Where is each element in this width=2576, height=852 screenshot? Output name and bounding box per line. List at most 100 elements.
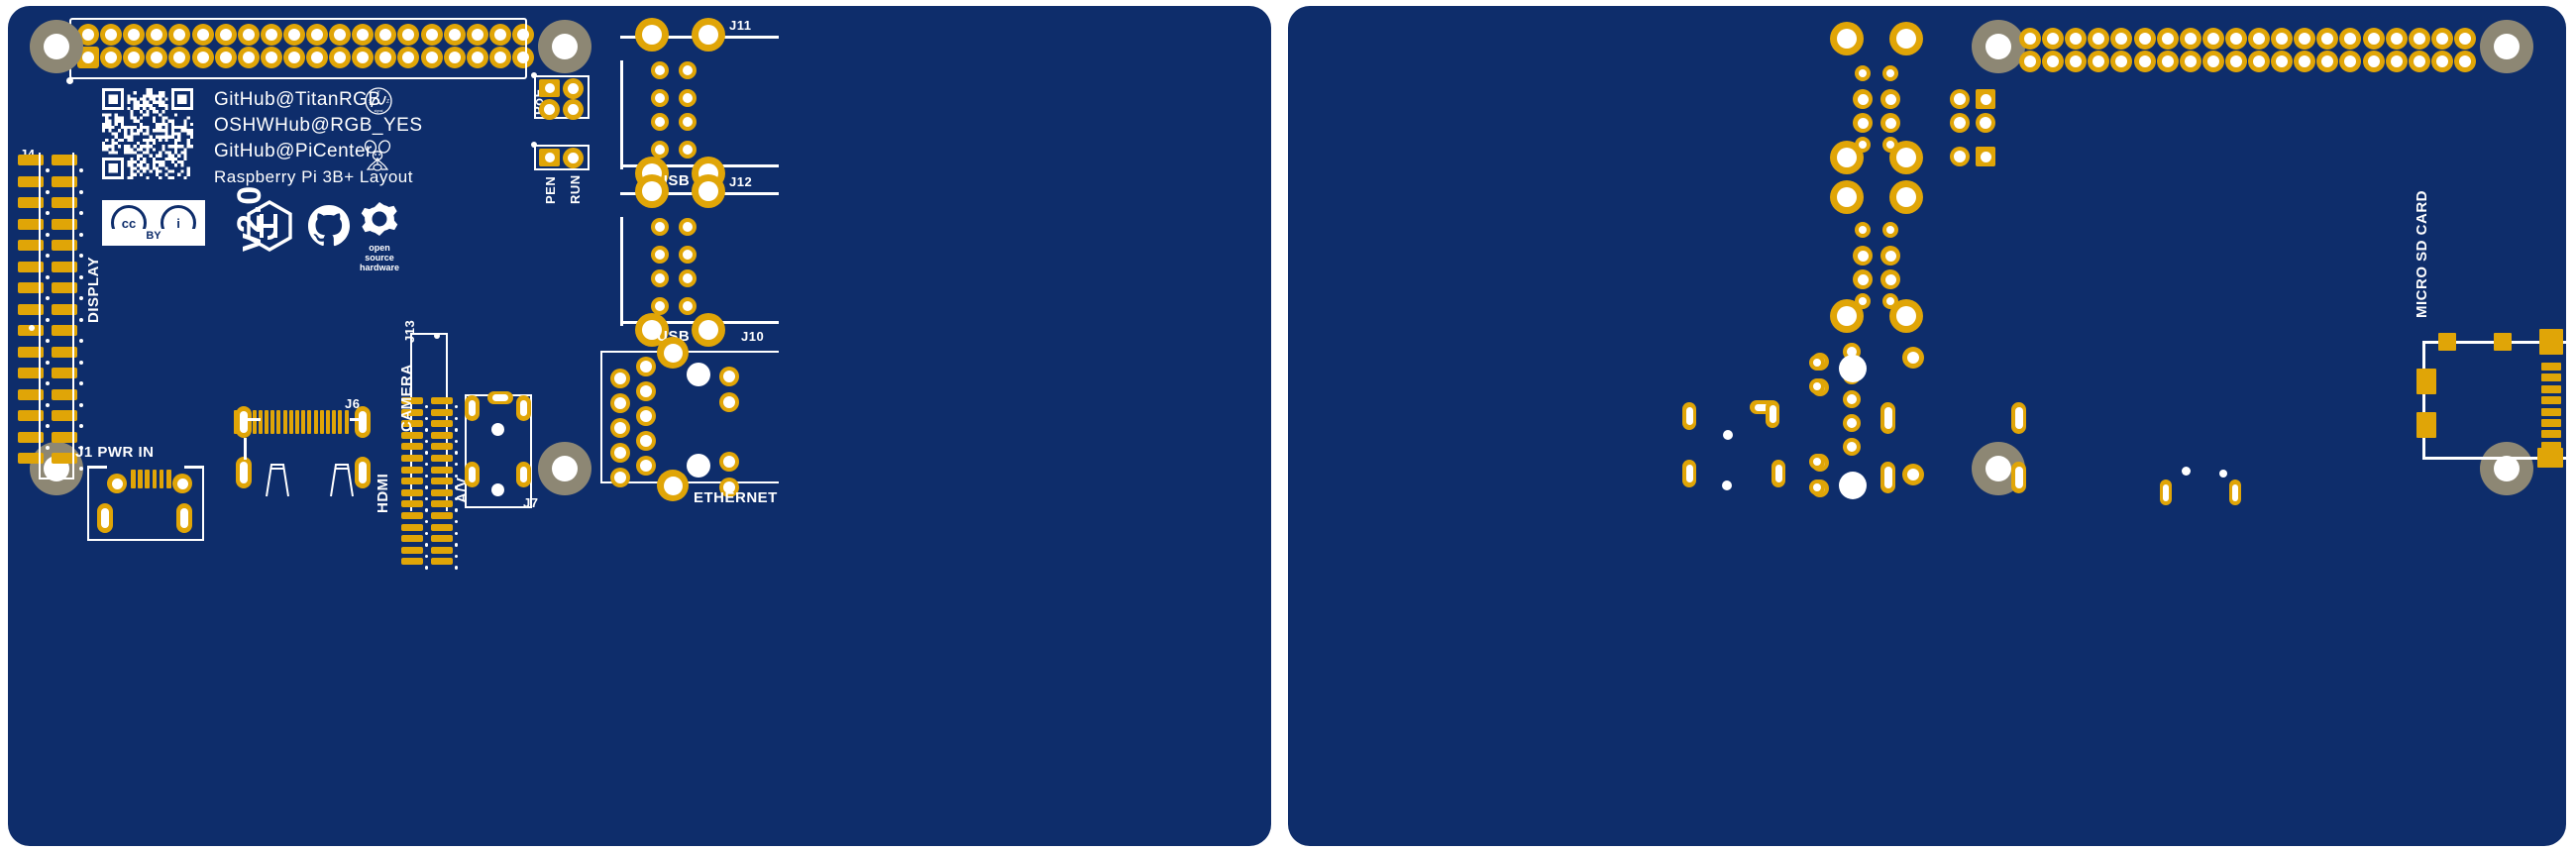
gpio-pin-19[interactable] — [488, 24, 511, 46]
back-pad-c2[interactable] — [2011, 462, 2026, 493]
ethernet-mount-top[interactable] — [657, 337, 689, 369]
gpio-pin-26[interactable] — [2133, 51, 2156, 73]
micro-sd-pad-left-2[interactable] — [2416, 412, 2436, 438]
back-col-via-3[interactable] — [1809, 454, 1825, 470]
gpio-pin-16[interactable] — [420, 24, 443, 46]
ethernet-pin-a-1[interactable] — [610, 369, 630, 388]
poe-pad-4[interactable] — [563, 99, 584, 120]
display-pad-left-7[interactable] — [18, 282, 44, 293]
gpio-pin-5[interactable] — [168, 24, 191, 46]
hdmi-pad-5[interactable] — [258, 410, 263, 434]
micro-sd-contact-1[interactable] — [2541, 363, 2561, 371]
camera-pad-left-5[interactable] — [401, 443, 423, 451]
gpio-pin-1[interactable] — [77, 24, 99, 46]
display-pad-right-15[interactable] — [52, 453, 77, 464]
back-poe-pad-4[interactable] — [1976, 113, 1995, 133]
gpio-pin-36[interactable] — [420, 47, 443, 69]
j1-signal-pad-4[interactable] — [152, 470, 158, 488]
gpio-pin-8[interactable] — [237, 24, 260, 46]
ethernet-pin-b-4[interactable] — [636, 431, 656, 451]
gpio-pin-13[interactable] — [352, 24, 375, 46]
gpio-pin-26[interactable] — [191, 47, 214, 69]
display-pad-left-2[interactable] — [18, 175, 44, 187]
run-pad[interactable] — [563, 148, 584, 168]
usb-j12-mount-br[interactable] — [692, 313, 725, 347]
hdmi-mount-left-2[interactable] — [236, 457, 252, 488]
camera-pad-right-13[interactable] — [431, 535, 453, 543]
j1-signal-pad-2[interactable] — [138, 470, 143, 488]
usb-j12-signal-a-3[interactable] — [651, 269, 669, 287]
camera-pad-right-9[interactable] — [431, 488, 453, 496]
back-via-b-7[interactable] — [1880, 269, 1900, 289]
ethernet-pin-a-3[interactable] — [610, 418, 630, 438]
camera-pad-right-2[interactable] — [431, 408, 453, 416]
gpio-pin-15[interactable] — [397, 24, 420, 46]
gpio-pin-2[interactable] — [100, 24, 123, 46]
display-pad-right-4[interactable] — [52, 218, 77, 230]
display-pad-right-1[interactable] — [52, 155, 77, 165]
micro-sd-pad-top-2[interactable] — [2494, 333, 2512, 351]
camera-pad-right-4[interactable] — [431, 431, 453, 439]
j1-signal-pad-6[interactable] — [166, 470, 171, 488]
gpio-pin-28[interactable] — [2179, 51, 2201, 73]
display-pad-right-9[interactable] — [52, 325, 77, 336]
camera-pad-right-10[interactable] — [431, 500, 453, 508]
gpio-pin-10[interactable] — [2224, 28, 2247, 50]
display-pad-left-15[interactable] — [18, 453, 44, 464]
usb-j11-signal-b-4[interactable] — [679, 141, 697, 159]
gpio-pin-40[interactable] — [2453, 51, 2476, 73]
gpio-pin-17[interactable] — [443, 24, 466, 46]
camera-pad-right-1[interactable] — [431, 397, 453, 404]
gpio-pin-25[interactable] — [168, 47, 191, 69]
gpio-pin-12[interactable] — [329, 24, 352, 46]
display-pad-left-6[interactable] — [18, 261, 44, 272]
gpio-pin-9[interactable] — [2201, 28, 2224, 50]
hdmi-pad-6[interactable] — [265, 410, 268, 434]
j1-mount-left[interactable] — [97, 503, 113, 533]
gpio-pin-1[interactable] — [2019, 28, 2041, 50]
hdmi-pad-15[interactable] — [319, 410, 324, 434]
gpio-pin-24[interactable] — [2088, 51, 2110, 73]
gpio-pin-34[interactable] — [375, 47, 397, 69]
gpio-pin-39[interactable] — [488, 47, 511, 69]
gpio-pin-4[interactable] — [2088, 28, 2110, 50]
usb-j11-signal-a-2[interactable] — [651, 89, 669, 107]
micro-sd-contact-8[interactable] — [2541, 441, 2561, 450]
display-pad-right-6[interactable] — [52, 261, 77, 272]
usb-j11-signal-a-3[interactable] — [651, 113, 669, 131]
back-pad-b1[interactable] — [1880, 402, 1895, 434]
poe-pad-3[interactable] — [539, 99, 560, 120]
gpio-pin-7[interactable] — [2156, 28, 2179, 50]
hdmi-pad-12[interactable] — [301, 410, 306, 434]
gpio-pin-17[interactable] — [2385, 28, 2408, 50]
gpio-pin-7[interactable] — [214, 24, 237, 46]
back-via-b-4[interactable] — [1882, 137, 1898, 153]
display-pad-left-13[interactable] — [18, 410, 44, 421]
back-via-b-6[interactable] — [1880, 246, 1900, 266]
back-via-a-4[interactable] — [1855, 137, 1871, 153]
back-eth-via-10[interactable] — [1902, 347, 1924, 369]
poe-pad-1[interactable] — [539, 79, 560, 97]
back-big-pad-6[interactable] — [1889, 180, 1923, 214]
back-eth-via-7[interactable] — [1843, 438, 1861, 456]
hdmi-pad-10[interactable] — [288, 410, 293, 434]
gpio-pin-28[interactable] — [237, 47, 260, 69]
gpio-pin-35[interactable] — [397, 47, 420, 69]
back-eth-via-5[interactable] — [1843, 390, 1861, 408]
micro-sd-contact-6[interactable] — [2541, 419, 2561, 427]
gpio-pin-19[interactable] — [2430, 28, 2453, 50]
gpio-pin-34[interactable] — [2316, 51, 2339, 73]
hdmi-pad-18[interactable] — [338, 410, 343, 434]
display-pad-right-14[interactable] — [52, 431, 77, 443]
ethernet-pin-b-5[interactable] — [636, 456, 656, 476]
camera-pad-left-14[interactable] — [401, 546, 423, 554]
display-pad-right-7[interactable] — [52, 282, 77, 293]
back-pad-a1[interactable] — [1682, 402, 1696, 430]
gpio-pin-3[interactable] — [123, 24, 146, 46]
micro-sd-pad-left-1[interactable] — [2416, 369, 2436, 394]
camera-pad-right-3[interactable] — [431, 420, 453, 428]
gpio-pin-8[interactable] — [2179, 28, 2201, 50]
display-pad-left-11[interactable] — [18, 368, 44, 378]
gpio-pin-30[interactable] — [2224, 51, 2247, 73]
hdmi-pad-9[interactable] — [282, 410, 287, 434]
